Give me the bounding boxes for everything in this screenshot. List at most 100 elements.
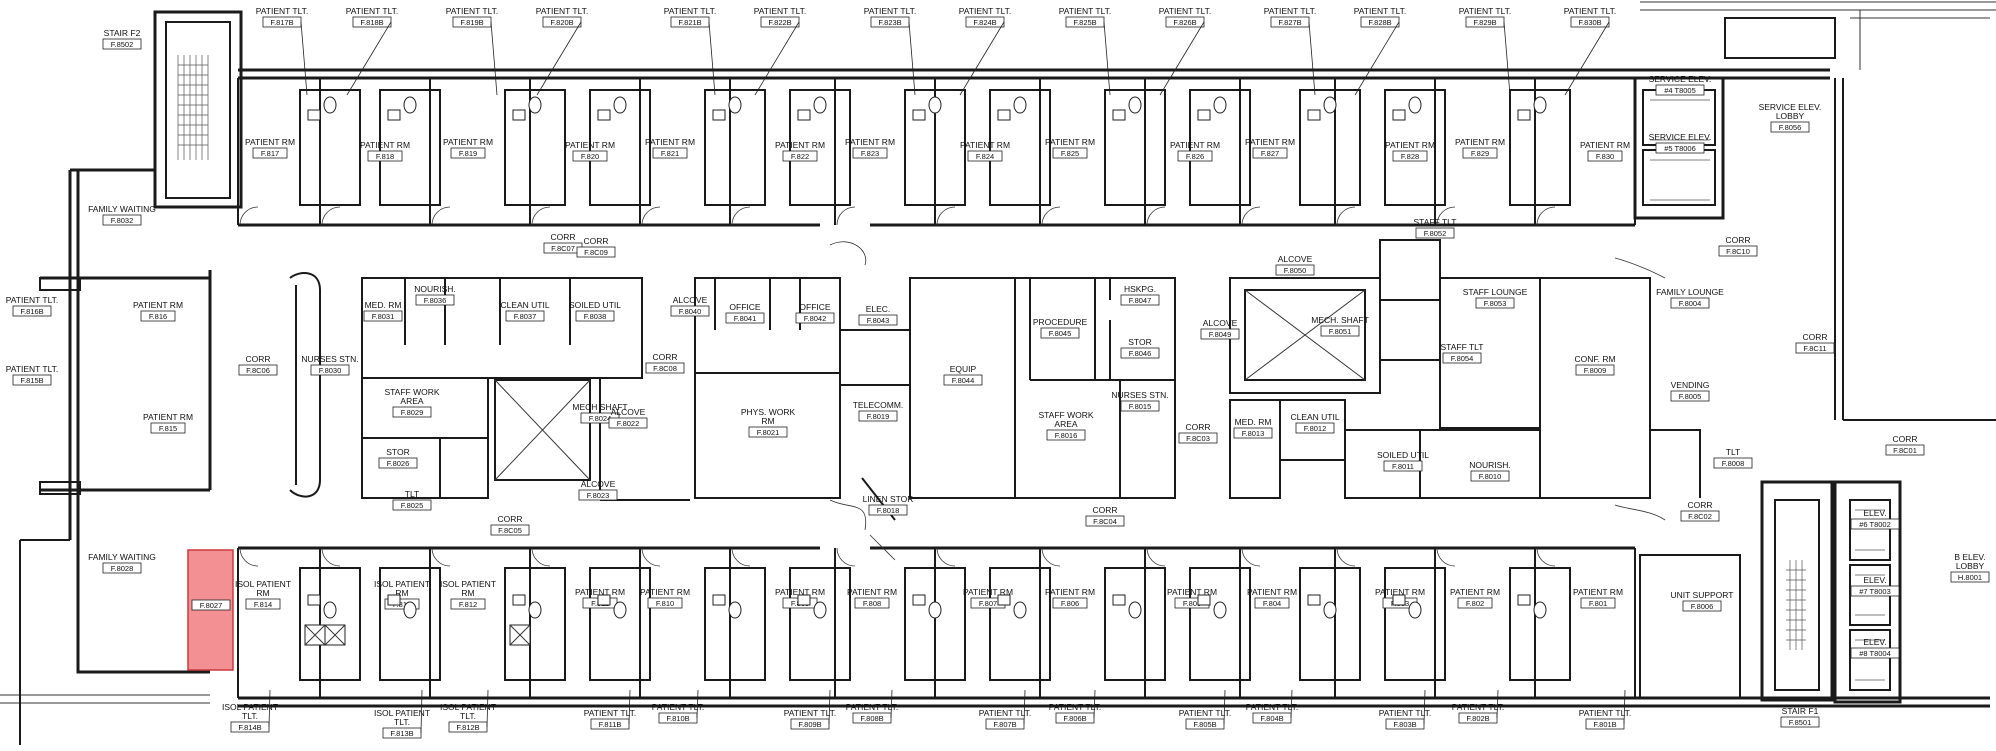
sink-fixture-top	[1307, 109, 1321, 121]
room-number: F.811B	[599, 720, 622, 729]
room-name: LOBBY	[1776, 111, 1805, 121]
room-name: PATIENT TLT.	[1579, 708, 1632, 718]
leader-line	[754, 21, 800, 96]
room-number: F.8054	[1451, 354, 1474, 363]
room-number: F.809B	[798, 720, 821, 729]
room-number-box	[1415, 227, 1455, 239]
room-name: B ELEV.	[1954, 552, 1985, 562]
room-number-box	[1254, 597, 1290, 609]
room-number-box	[748, 426, 788, 438]
room-name: VENDING	[1671, 380, 1710, 390]
room-number-box	[645, 362, 685, 374]
room-number: F.824	[976, 152, 994, 161]
room-number-box	[1580, 597, 1616, 609]
sink-fixture-bottom	[997, 594, 1011, 606]
leader-line	[1290, 689, 1293, 719]
room-number-box	[238, 364, 278, 376]
room-number: F.826	[1186, 152, 1204, 161]
room-number-box	[858, 410, 898, 422]
sink-fixture-top	[307, 109, 321, 121]
room-number-box	[1457, 597, 1493, 609]
room-name: ELEV.	[1863, 575, 1886, 585]
leader-line	[1496, 689, 1499, 719]
room-number-box	[795, 312, 835, 324]
room-number: F.8026	[387, 459, 410, 468]
leader-line	[1023, 689, 1026, 725]
room-label-f-830: PATIENT RMF.830	[1580, 140, 1630, 162]
sink-fixture-top	[797, 109, 811, 121]
room-number-box	[1252, 147, 1288, 159]
room-label-f-8031: MED. RMF.8031	[363, 300, 403, 322]
room-number: F.817	[261, 149, 279, 158]
room-label-f-828b: PATIENT TLT.F.828B	[1354, 6, 1406, 96]
room-number: F.8010	[1479, 472, 1502, 481]
room-number-box	[868, 504, 908, 516]
room-number-box	[652, 147, 688, 159]
leader-line	[890, 689, 893, 719]
room-name: SOILED UTIL	[569, 300, 621, 310]
room-number-box	[1085, 515, 1125, 527]
room-label-f-8047: HSKPG.F.8047	[1120, 284, 1160, 306]
room-number: F.8028	[111, 564, 134, 573]
room-number-box	[1233, 427, 1273, 439]
room-number: #8 T8004	[1859, 649, 1891, 658]
room-name: PATIENT TLT.	[256, 6, 309, 16]
room-number: F.8C01	[1893, 446, 1917, 455]
room-name: PATIENT RM	[443, 137, 493, 147]
toilet-fixture-top	[403, 96, 417, 114]
room-number: F.805B	[1193, 720, 1216, 729]
room-number-box	[1320, 325, 1360, 337]
toilet-fixture-top	[728, 96, 742, 114]
toilet-fixture-top	[528, 96, 542, 114]
sink-fixture-top	[1517, 109, 1531, 121]
room-name: PATIENT TLT.	[652, 702, 705, 712]
toilet-fixture-top	[1128, 96, 1142, 114]
leader-line	[490, 21, 498, 96]
room-number: F.829	[1471, 149, 1489, 158]
toilet-fixture-bottom	[1013, 601, 1027, 619]
sink-fixture-bottom	[1307, 594, 1321, 606]
room-name: PATIENT RM	[245, 137, 295, 147]
toilet-fixture-top	[813, 96, 827, 114]
room-number: F.823B	[878, 18, 901, 27]
room-number: F.8053	[1484, 299, 1507, 308]
sink-fixture-bottom	[712, 594, 726, 606]
room-name: AREA	[400, 396, 423, 406]
room-number: F.8022	[617, 419, 640, 428]
room-label-f-802b: PATIENT TLT.F.802B	[1452, 689, 1504, 724]
room-name: SERVICE ELEV.	[1649, 132, 1712, 142]
room-number-box	[1850, 647, 1900, 659]
room-number: F.8501	[1789, 718, 1812, 727]
room-number: F.8C07	[551, 244, 575, 253]
room-number-box	[1177, 150, 1213, 162]
room-number: F.802B	[1466, 714, 1489, 723]
room-number: F.805	[1183, 599, 1201, 608]
room-number-box	[1120, 400, 1160, 412]
room-number-box	[1885, 444, 1925, 456]
room-name: PATIENT TLT.	[754, 6, 807, 16]
room-name: PATIENT RM	[1455, 137, 1505, 147]
room-number: F.807B	[993, 720, 1016, 729]
room-number-box	[1275, 264, 1315, 276]
room-label-f-817b: PATIENT TLT.F.817B	[256, 6, 309, 96]
room-label-f-801: PATIENT RMF.801	[1573, 587, 1623, 609]
leader-line	[708, 21, 716, 96]
room-number: F.806	[1061, 599, 1079, 608]
room-number: F.821B	[678, 18, 701, 27]
room-name: RM	[395, 588, 408, 598]
room-name: ISOL PATIENT	[440, 702, 496, 712]
leader-line	[1223, 689, 1226, 725]
leader-line	[268, 689, 271, 728]
room-name: PHYS. WORK	[741, 407, 796, 417]
